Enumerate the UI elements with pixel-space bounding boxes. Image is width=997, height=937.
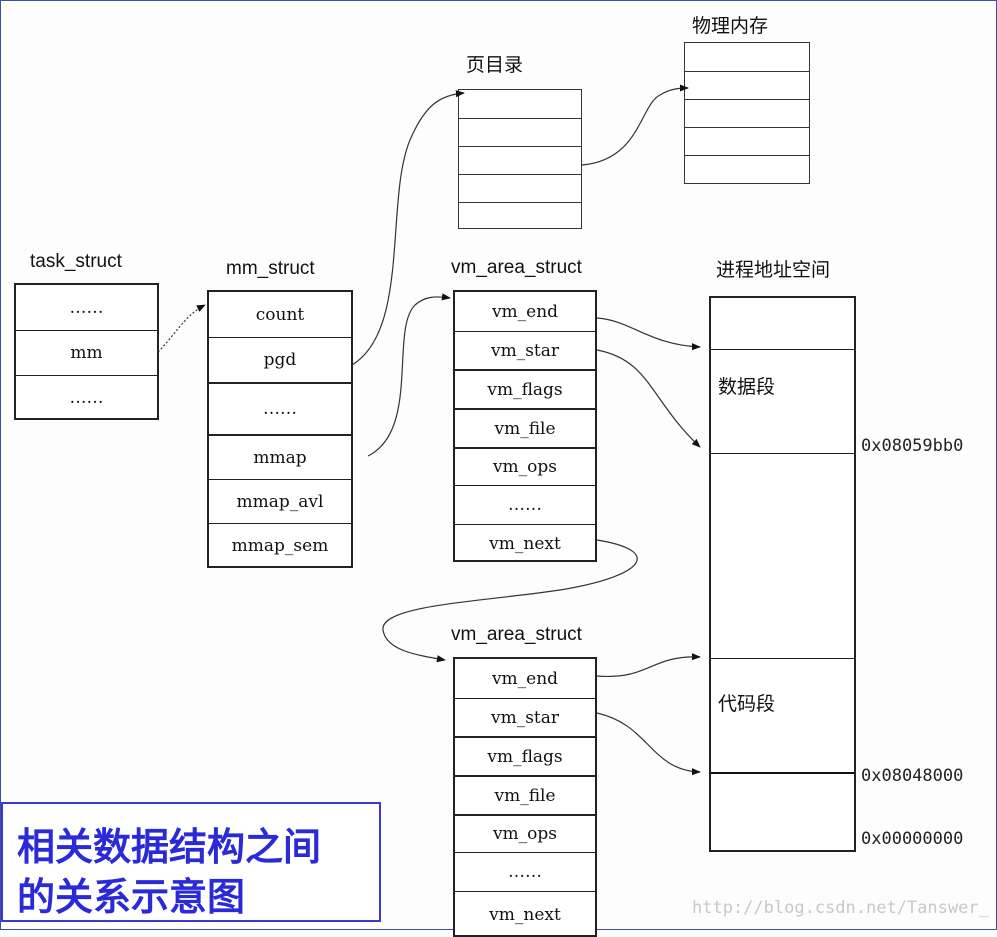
page-directory-table — [458, 89, 582, 229]
address-space-title: 进程地址空间 — [716, 260, 831, 281]
vm-area-field-vm-next: vm_next — [455, 891, 595, 937]
arrow-page-directory-to-physical-memory — [581, 84, 689, 166]
mm-struct-title: mm_struct — [226, 258, 315, 279]
caption-line-2: 的关系示意图 — [17, 875, 246, 919]
divider — [711, 658, 854, 659]
data-segment-label: 数据段 — [718, 376, 776, 398]
vm-area-struct-title-2: vm_area_struct — [451, 624, 582, 645]
code-segment-label: 代码段 — [718, 693, 776, 715]
mm-struct-field-mmap: mmap — [209, 434, 351, 479]
address-zero: 0x00000000 — [861, 829, 964, 849]
divider — [711, 772, 854, 774]
mm-struct-field-pgd: pgd — [209, 337, 351, 382]
mm-struct-field: …… — [209, 382, 351, 434]
arrow-vm-star-to-data-segment-bottom — [596, 349, 701, 448]
task-struct-field-mm: mm — [16, 330, 157, 375]
arrow-vm-next-to-next-vm-area — [382, 539, 638, 663]
caption-box: 相关数据结构之间 的关系示意图 — [1, 802, 381, 922]
vm-area-struct-box-1: vm_end vm_star vm_flags vm_file vm_ops …… — [453, 290, 597, 562]
vm-area-struct-title-1: vm_area_struct — [451, 257, 582, 278]
mm-struct-field-mmap-sem: mmap_sem — [209, 523, 351, 568]
divider — [711, 349, 854, 350]
arrow-pgd-to-page-directory — [351, 90, 465, 366]
vm-area-field-vm-ops: vm_ops — [455, 814, 595, 852]
address-data-start: 0x08059bb0 — [861, 436, 964, 456]
vm-area-field-vm-file: vm_file — [455, 775, 595, 814]
vm-area-field-vm-ops: vm_ops — [455, 447, 595, 485]
vm-area-field-vm-flags: vm_flags — [455, 736, 595, 775]
task-struct-field: …… — [69, 297, 104, 318]
vm-area-field: …… — [455, 852, 595, 891]
vm-area-struct-box-2: vm_end vm_star vm_flags vm_file vm_ops …… — [453, 657, 597, 937]
arrow-mm-to-mm-struct — [157, 304, 206, 353]
vm-area-field-vm-flags: vm_flags — [455, 369, 595, 408]
address-space-box — [709, 296, 856, 852]
physical-memory-title: 物理内存 — [692, 16, 769, 37]
vm-area-field-vm-star: vm_star — [455, 331, 595, 369]
arrow-vm-end-to-data-segment-top — [596, 317, 701, 351]
caption-line-1: 相关数据结构之间 — [17, 825, 322, 869]
vm-area-field-vm-end: vm_end — [491, 668, 559, 689]
mm-struct-box: count pgd …… mmap mmap_avl mmap_sem — [207, 290, 353, 568]
task-struct-field: …… — [16, 375, 157, 420]
arrow-vm-star-to-code-segment-bottom — [596, 712, 701, 776]
physical-memory-table — [684, 42, 810, 184]
page-directory-title: 页目录 — [466, 55, 524, 76]
vm-area-field-vm-star: vm_star — [455, 698, 595, 736]
mm-struct-field-mmap-avl: mmap_avl — [209, 479, 351, 523]
mm-struct-field-count: count — [255, 304, 305, 325]
vm-area-field-vm-next: vm_next — [455, 524, 595, 562]
vm-area-field: …… — [455, 485, 595, 524]
address-code-start: 0x08048000 — [861, 766, 964, 786]
task-struct-title: task_struct — [30, 251, 122, 272]
divider — [711, 453, 854, 454]
vm-area-field-vm-end: vm_end — [491, 301, 559, 322]
arrow-vm-end-to-code-segment-top — [596, 653, 701, 678]
watermark: http://blog.csdn.net/Tanswer_ — [692, 898, 989, 918]
vm-area-field-vm-file: vm_file — [455, 408, 595, 447]
arrow-mmap-to-vm-area — [367, 293, 451, 457]
